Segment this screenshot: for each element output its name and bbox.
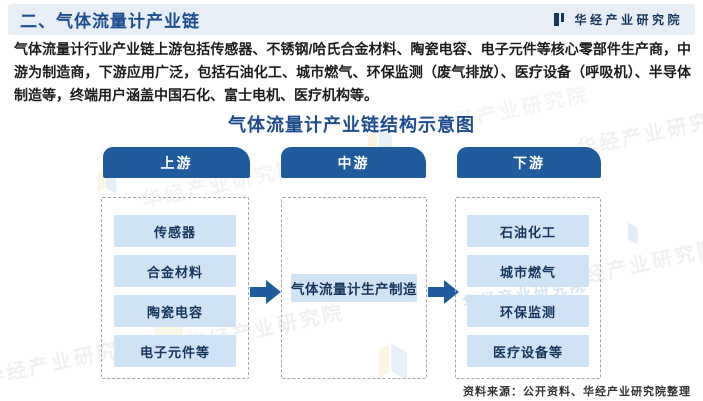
upstream-node-ceramic-capacitor: 陶瓷电容 xyxy=(114,295,236,327)
flow-arrow-right-icon xyxy=(428,280,459,304)
stage-button-downstream: 下游 xyxy=(457,147,601,178)
source-note: 资料来源：公开资料、华经产业研究院整理 xyxy=(463,386,691,398)
page-title: 二、气体流量计产业链 xyxy=(20,12,200,31)
downstream-group: 石油化工 城市燃气 环保监测 医疗设备等 xyxy=(455,197,601,379)
watermark-logo-icon xyxy=(616,218,642,253)
brand-logo-icon xyxy=(553,12,568,27)
brand-name: 华经产业研究院 xyxy=(574,13,683,27)
upstream-node-sensor: 传感器 xyxy=(114,215,236,247)
brand: 华经产业研究院 xyxy=(553,11,683,28)
midstream-group: 气体流量计生产制造 xyxy=(281,197,427,379)
upstream-group: 传感器 合金材料 陶瓷电容 电子元件等 xyxy=(101,197,249,379)
upstream-node-electronic-components: 电子元件等 xyxy=(114,335,236,367)
diagram-title: 气体流量计产业链结构示意图 xyxy=(228,115,475,135)
upstream-node-alloy: 合金材料 xyxy=(114,255,236,287)
downstream-node-medical-equipment: 医疗设备等 xyxy=(467,335,589,367)
stage-button-midstream: 中游 xyxy=(281,147,426,178)
intro-paragraph: 气体流量计行业产业链上游包括传感器、不锈钢/哈氏合金材料、陶瓷电容、电子元件等核… xyxy=(14,41,691,103)
flow-arrow-right-icon xyxy=(250,280,281,304)
stage-button-upstream: 上游 xyxy=(103,147,250,178)
downstream-node-city-gas: 城市燃气 xyxy=(467,255,589,287)
header-bar: 二、气体流量计产业链 华经产业研究院 xyxy=(8,4,695,35)
midstream-node-manufacturing: 气体流量计生产制造 xyxy=(291,274,417,302)
downstream-node-environmental-monitoring: 环保监测 xyxy=(467,295,589,327)
downstream-node-petrochemical: 石油化工 xyxy=(467,215,589,247)
